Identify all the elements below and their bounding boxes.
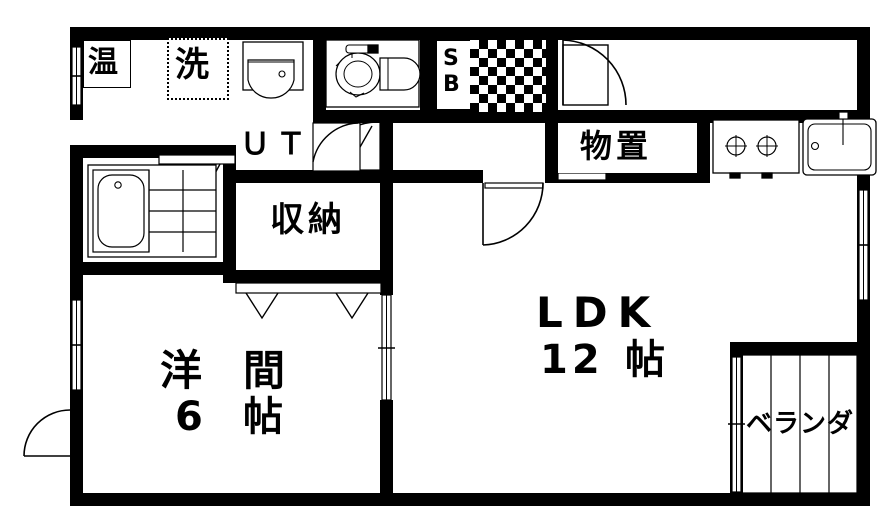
- wall-veranda-left: [730, 342, 743, 506]
- wall-bedroom-ldk-lower: [380, 400, 393, 506]
- wall-entrance-right: [545, 27, 558, 123]
- storage-room-box: [558, 123, 697, 173]
- door-bedroom-exterior: [23, 409, 71, 457]
- door-toilet: [312, 122, 361, 172]
- veranda-label: ベランダ: [746, 409, 855, 439]
- wall-veranda-top: [730, 342, 870, 355]
- bathtub-icon: [87, 164, 217, 258]
- wall-right-lower: [857, 342, 870, 506]
- wall-closet-left: [223, 183, 236, 283]
- wall-hall-bottom-right: [393, 170, 483, 183]
- shoe-box-label-b: B: [443, 72, 460, 97]
- utility-label: ＵＴ: [240, 127, 312, 162]
- folding-door-closet: [235, 282, 382, 320]
- western-room-size-number: 6: [175, 394, 203, 440]
- washing-machine-label: 洗: [175, 45, 209, 85]
- western-room-size-unit: 帖: [243, 394, 283, 440]
- wall-toilet-bottom: [313, 110, 432, 123]
- wall-closet-right: [380, 183, 393, 283]
- wall-right-upper: [857, 27, 870, 342]
- storage-room-label: 物置: [580, 127, 653, 165]
- wall-entrance-bottom: [432, 110, 558, 123]
- wall-ut-right: [380, 123, 393, 183]
- water-heater-box: [83, 40, 131, 88]
- wall-washroom-bottom: [70, 145, 235, 158]
- shoe-box-label-s: S: [443, 46, 459, 71]
- water-heater-label: 温: [88, 45, 118, 80]
- door-entrance: [562, 39, 627, 106]
- ldk-size-unit: 帖: [625, 337, 665, 383]
- wall-left-bath: [70, 145, 83, 275]
- wall-left-upper: [70, 27, 83, 120]
- closet-label: 収納: [270, 200, 346, 240]
- wall-top-right: [553, 27, 870, 40]
- washing-machine-space: [167, 38, 229, 100]
- shoe-box: [436, 40, 476, 110]
- kitchen-stove-icon: [712, 119, 800, 179]
- wall-toilet-left: [313, 27, 326, 123]
- western-room-label-ma: 間: [243, 346, 286, 395]
- western-room-label-yo: 洋: [160, 346, 203, 395]
- door-ut: [324, 121, 381, 171]
- wall-left-lower: [70, 271, 83, 506]
- wall-toilet-right: [420, 27, 432, 123]
- wall-bedroom-ldk-upper: [380, 270, 393, 295]
- wall-corridor-bottom-left: [235, 170, 393, 183]
- wall-storage-left: [545, 110, 558, 182]
- washbasin-icon: [242, 41, 304, 99]
- sliding-door-bedroom: [378, 294, 395, 401]
- ldk-size-number: 12: [540, 337, 604, 383]
- entrance-tiles: [470, 40, 546, 112]
- ldk-label: LDK: [536, 288, 661, 337]
- toilet-icon: [325, 39, 421, 108]
- wall-closet-bottom: [235, 270, 393, 283]
- door-ldk: [482, 182, 544, 246]
- wall-bath-bottom: [70, 262, 236, 275]
- wall-storage-right: [697, 110, 710, 183]
- wall-bottom: [70, 493, 870, 506]
